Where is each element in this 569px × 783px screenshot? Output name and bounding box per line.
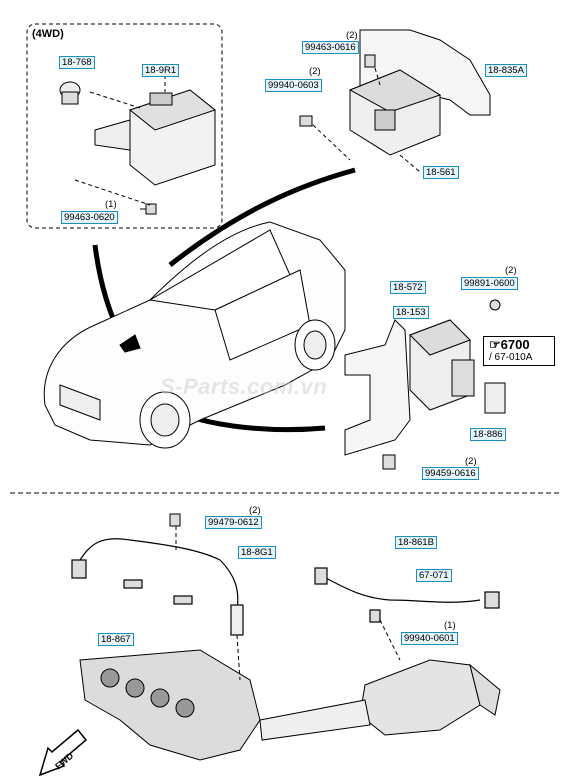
part-label-67-071[interactable]: 67-071: [416, 569, 452, 582]
part-label-18-835a[interactable]: 18-835A: [485, 64, 527, 77]
oxygen-sensor-front: [71, 538, 244, 636]
watermark: S-Parts.com.vn: [160, 374, 328, 399]
part-label-99459-0616[interactable]: 99459-0616: [422, 467, 479, 480]
qty-99459-0616: (2): [465, 456, 477, 467]
fwd-arrow: [38, 728, 88, 777]
bracket-middle: [344, 319, 411, 456]
part-label-18-867[interactable]: 18-867: [98, 633, 134, 646]
variant-label-4wd: (4WD): [32, 28, 64, 40]
nut-middle: [489, 299, 501, 311]
part-label-18-561[interactable]: 18-561: [423, 166, 459, 179]
ecu-module-top: [348, 69, 442, 156]
control-module-middle: [409, 319, 475, 411]
reference-box[interactable]: ☞6700 / 67-010A: [483, 336, 555, 366]
qty-99891-0600: (2): [505, 265, 517, 276]
bolt-top: [299, 54, 376, 127]
qty-99463-0620: (1): [105, 199, 117, 210]
part-label-99940-0601[interactable]: 99940-0601: [401, 632, 458, 645]
part-label-18-8g1[interactable]: 18-8G1: [238, 546, 276, 559]
part-label-99463-0620[interactable]: 99463-0620: [61, 211, 118, 224]
oxygen-sensor-rear: [314, 567, 500, 623]
reference-subgroup: / 67-010A: [489, 352, 533, 363]
qty-99940-0601: (1): [444, 620, 456, 631]
part-label-99463-0616[interactable]: 99463-0616: [302, 41, 359, 54]
bulb-socket: [59, 81, 81, 105]
transfer-control-module: [94, 89, 217, 186]
part-label-99940-0603[interactable]: 99940-0603: [265, 79, 322, 92]
bolt-middle: [382, 454, 396, 470]
qty-99479-0612: (2): [249, 505, 261, 516]
reference-group: ☞6700: [489, 337, 530, 352]
part-label-18-572[interactable]: 18-572: [390, 281, 426, 294]
part-label-99891-0600[interactable]: 99891-0600: [461, 277, 518, 290]
bolt-lower: [169, 513, 181, 527]
connector-886: [484, 382, 506, 414]
part-label-18-886[interactable]: 18-886: [470, 428, 506, 441]
part-label-18-153[interactable]: 18-153: [393, 306, 429, 319]
bolt-inset: [140, 203, 157, 215]
part-label-18-9r1[interactable]: 18-9R1: [142, 64, 180, 77]
part-label-18-768[interactable]: 18-768: [59, 56, 95, 69]
exhaust-manifold: [79, 649, 261, 761]
arrow-car-to-top: [168, 167, 356, 267]
catalytic-converter: [259, 659, 501, 741]
part-label-99479-0612[interactable]: 99479-0612: [205, 516, 262, 529]
part-label-18-861b[interactable]: 18-861B: [395, 536, 437, 549]
car-illustration: [43, 221, 346, 449]
qty-99463-0616: (2): [346, 30, 358, 41]
qty-99940-0603: (2): [309, 66, 321, 77]
